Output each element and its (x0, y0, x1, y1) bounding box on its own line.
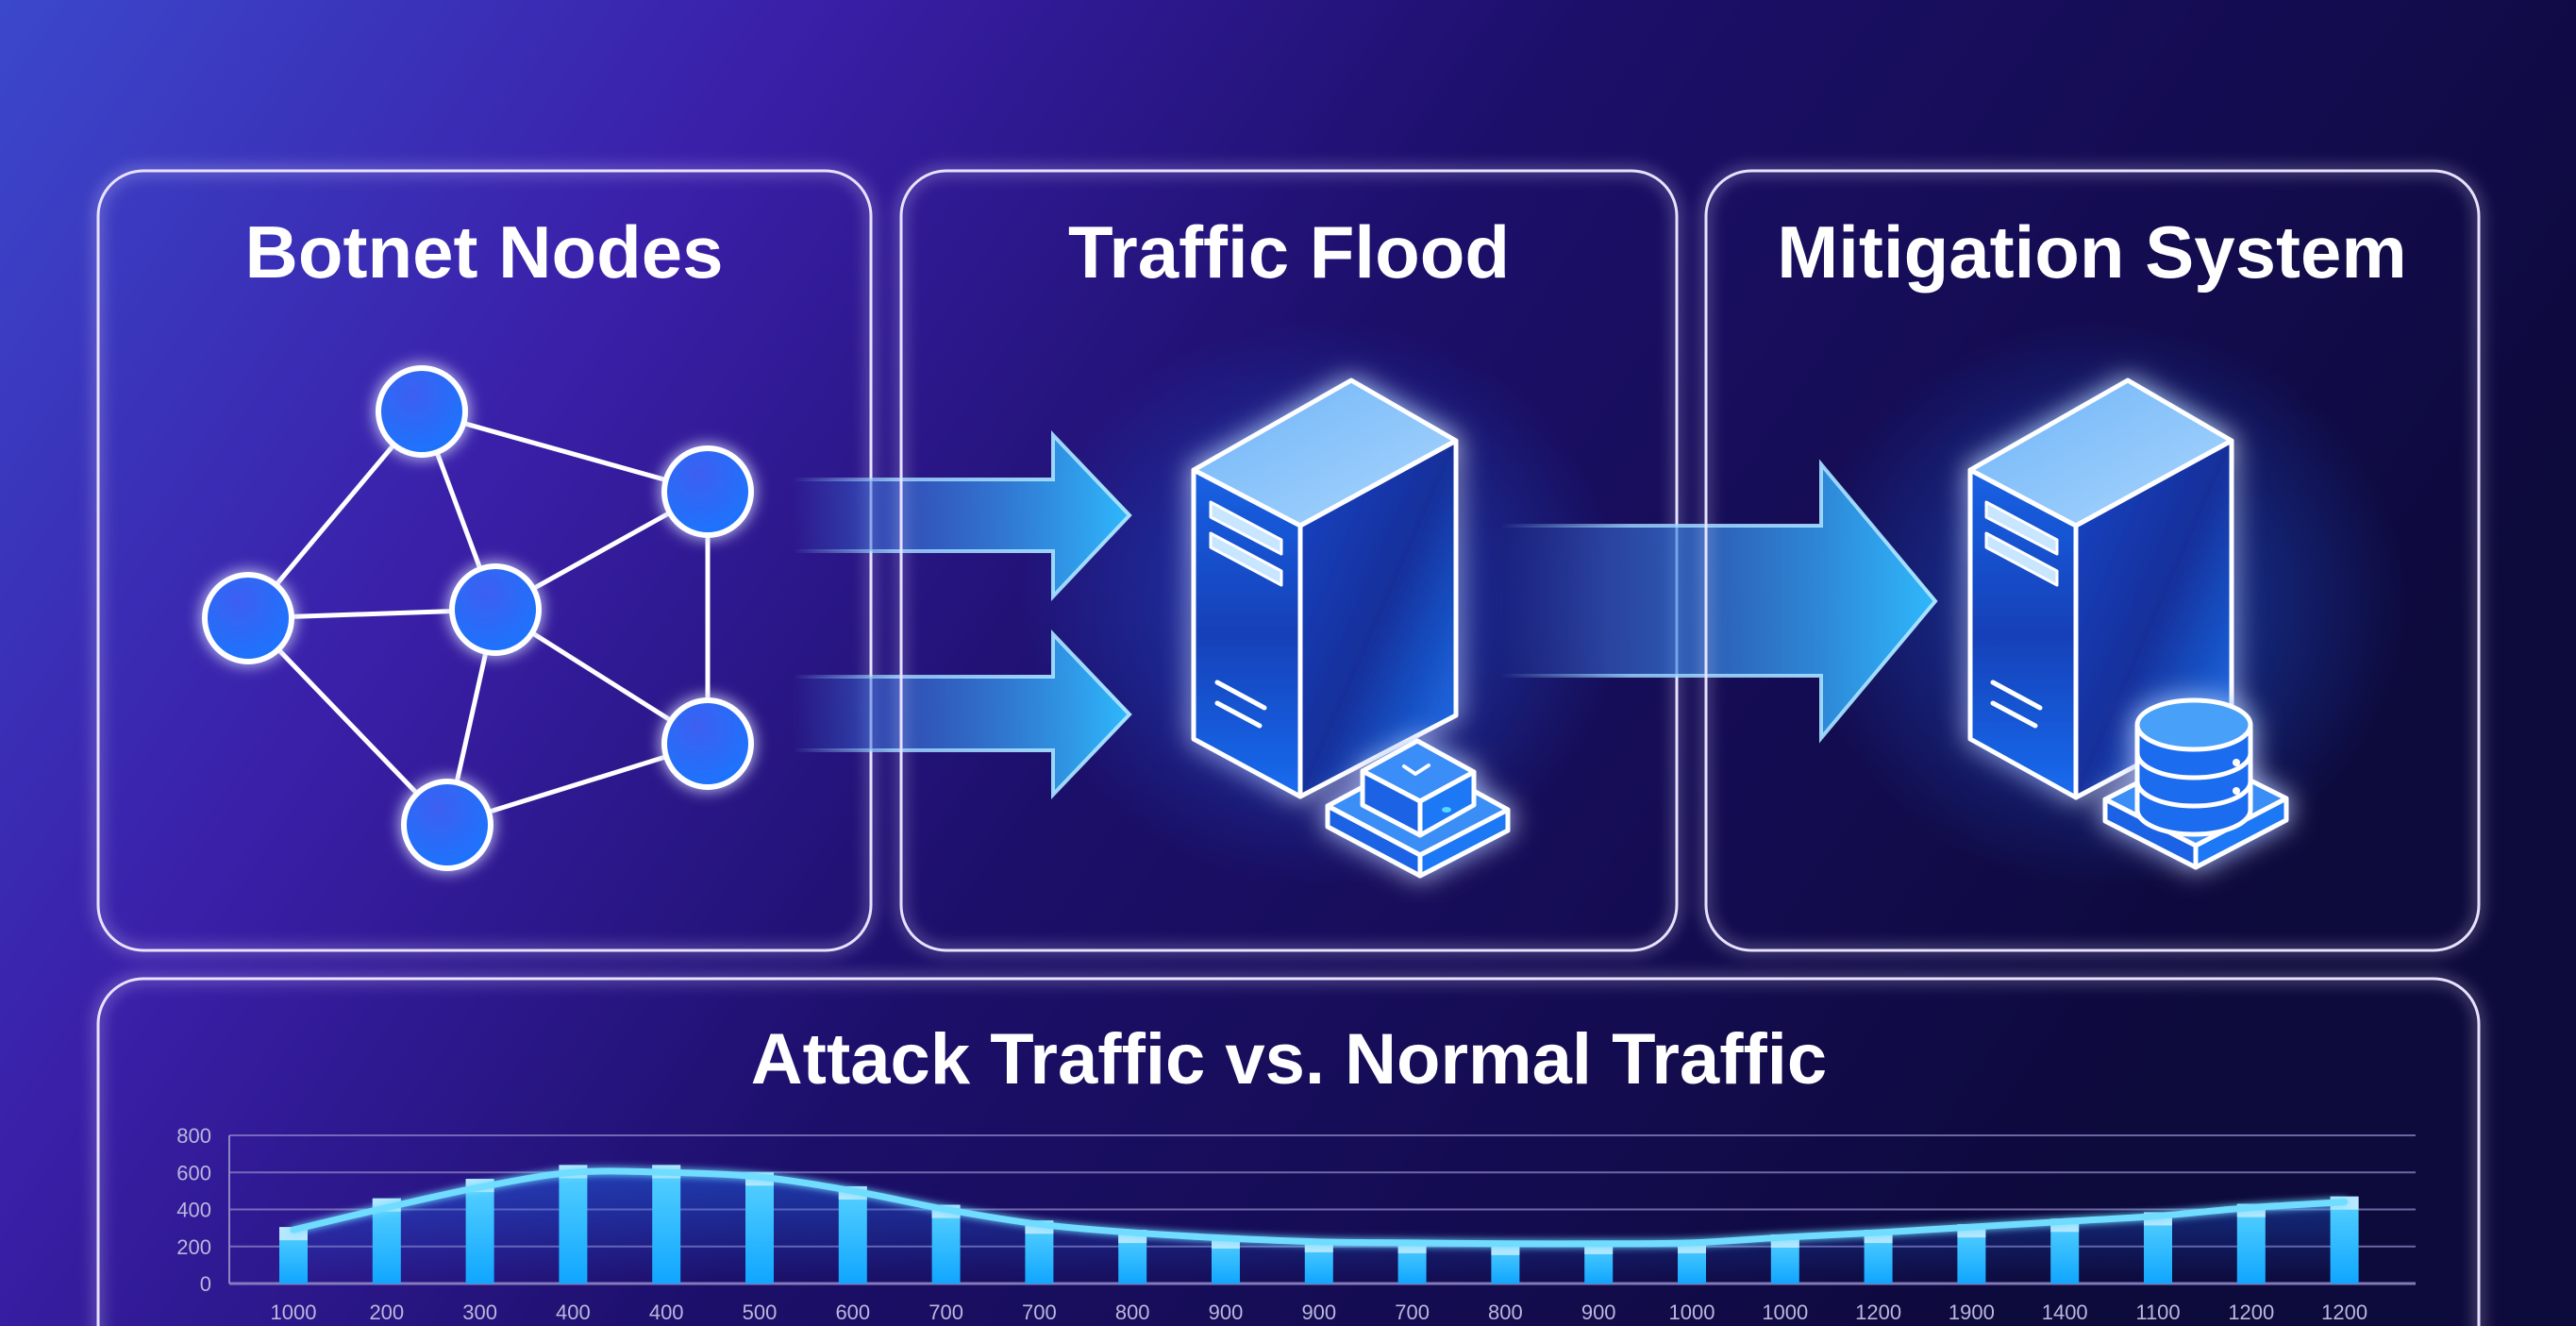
y-tick-label: 400 (176, 1199, 211, 1222)
x-tick-label: 700 (1022, 1301, 1057, 1324)
chart-trend-area (293, 1170, 2345, 1284)
network-edge (245, 615, 450, 828)
chart-bar (465, 1179, 494, 1284)
panel-title: Mitigation System (1777, 210, 2406, 294)
panel-title: Botnet Nodes (245, 210, 724, 294)
panel-border (96, 977, 2481, 1326)
chart-bar (838, 1185, 867, 1284)
chart-y-axis: 0 200 400 600 800 (176, 1124, 211, 1296)
chart-x-axis: 1000 200 300 400 400 500 600 700 700 800 900 900 700… (271, 1301, 2368, 1324)
x-tick-label: 1200 (1855, 1301, 1901, 1324)
botnet-node-icon (661, 445, 754, 538)
x-tick-label: 500 (743, 1301, 778, 1324)
network-nodes (202, 365, 754, 871)
x-tick-label: 700 (1395, 1301, 1430, 1324)
x-tick-label: 1100 (2135, 1301, 2180, 1324)
x-tick-label: 800 (1115, 1301, 1150, 1324)
x-tick-label: 1000 (271, 1301, 317, 1324)
x-tick-label: 900 (1301, 1301, 1336, 1324)
x-tick-label: 1900 (1949, 1301, 1995, 1324)
panel-border (1704, 169, 2481, 952)
x-tick-label: 600 (835, 1301, 870, 1324)
x-tick-label: 1000 (1762, 1301, 1808, 1324)
chart-bar (2236, 1203, 2266, 1284)
arrow-right-icon (1498, 459, 1938, 744)
flood-arrows (791, 430, 1132, 799)
chart-bar (652, 1165, 681, 1284)
panel-border (96, 169, 873, 952)
arrow-right-icon (791, 629, 1132, 799)
x-tick-label: 300 (462, 1301, 497, 1324)
chart-bar (559, 1165, 588, 1284)
x-tick-label: 1200 (2228, 1301, 2274, 1324)
x-tick-label: 900 (1581, 1301, 1616, 1324)
chart-bar (745, 1172, 774, 1284)
server-icon (1191, 378, 1459, 799)
x-tick-label: 400 (649, 1301, 684, 1324)
panel-mitigation-system: Mitigation System (1704, 169, 2481, 952)
chart-trend-line (290, 1167, 2349, 1248)
database-icon (2102, 697, 2289, 870)
network-edge (419, 409, 711, 495)
botnet-node-icon (401, 779, 493, 871)
x-tick-label: 1000 (1669, 1301, 1715, 1324)
y-tick-label: 600 (176, 1161, 211, 1184)
x-tick-label: 200 (369, 1301, 404, 1324)
y-tick-label: 800 (176, 1124, 211, 1148)
chart-bar (2330, 1196, 2359, 1284)
y-tick-label: 200 (176, 1235, 211, 1259)
x-tick-label: 800 (1488, 1301, 1523, 1324)
botnet-node-icon (202, 572, 294, 664)
chart-title: Attack Traffic vs. Normal Traffic (751, 1019, 1827, 1099)
x-tick-label: 400 (556, 1301, 591, 1324)
panel-botnet-nodes: Botnet Nodes (96, 169, 873, 952)
x-tick-label: 700 (928, 1301, 963, 1324)
botnet-node-icon (449, 563, 542, 656)
x-tick-label: 900 (1209, 1301, 1244, 1324)
y-tick-label: 0 (200, 1272, 211, 1296)
botnet-node-icon (661, 697, 754, 790)
mitigation-arrow (1498, 459, 1938, 744)
panel-title: Traffic Flood (1068, 210, 1510, 294)
chart-bars (279, 1165, 2359, 1284)
panel-traffic-chart: Attack Traffic vs. Normal Traffic 0 200 40… (96, 977, 2481, 1326)
router-box-icon (1325, 738, 1511, 879)
arrow-right-icon (791, 430, 1132, 602)
botnet-node-icon (376, 365, 468, 458)
x-tick-label: 1400 (2042, 1301, 2088, 1324)
x-tick-label: 1200 (2321, 1301, 2367, 1324)
